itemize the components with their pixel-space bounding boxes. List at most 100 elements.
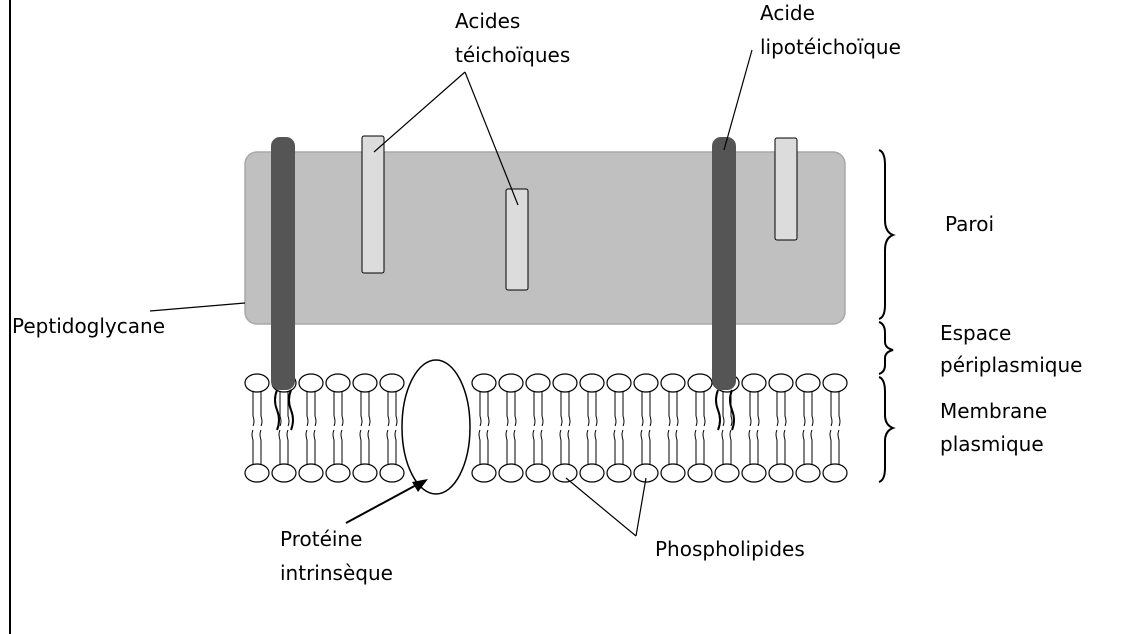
phospholipid-head-outer	[353, 374, 377, 392]
phospholipid-tail	[541, 392, 543, 464]
phospholipid-head-outer	[553, 374, 577, 392]
phospholipid-tail	[568, 392, 570, 464]
phospholipid-tail	[387, 392, 389, 464]
phospholipid-head-inner	[526, 464, 550, 482]
phospholipid-tail	[803, 392, 805, 464]
label-periplasmic-space-1: Espace	[940, 321, 1011, 345]
brace-wall	[879, 150, 893, 319]
phospholipid-tail	[479, 392, 481, 464]
leader-phospholipid-2	[636, 478, 646, 536]
phospholipid-tail	[641, 392, 643, 464]
phospholipid-tail	[506, 392, 508, 464]
phospholipid-head-outer	[499, 374, 523, 392]
label-teichoic-acids-1: Acides	[455, 9, 520, 33]
phospholipid-head-inner	[499, 464, 523, 482]
phospholipid-head-outer	[526, 374, 550, 392]
phospholipid-head-outer	[580, 374, 604, 392]
phospholipid-head-inner	[580, 464, 604, 482]
phospholipid-tail	[368, 392, 370, 464]
phospholipid-tail	[260, 392, 262, 464]
phospholipid-tail	[622, 392, 624, 464]
phospholipid-head-inner	[472, 464, 496, 482]
phospholipid-tail	[811, 392, 813, 464]
phospholipid-tail	[279, 392, 281, 464]
phospholipid-tail	[776, 392, 778, 464]
label-plasma-membrane-1: Membrane	[940, 399, 1047, 423]
leader-protein-arrow	[346, 479, 428, 523]
phospholipid-head-inner	[688, 464, 712, 482]
phospholipid-tail	[533, 392, 535, 464]
phospholipid-tail	[341, 392, 343, 464]
phospholipid-head-outer	[742, 374, 766, 392]
phospholipid-head-outer	[380, 374, 404, 392]
phospholipid-tail	[695, 392, 697, 464]
phospholipid-tail	[668, 392, 670, 464]
phospholipid-tail	[703, 392, 705, 464]
brace-periplasm	[879, 322, 893, 374]
phospholipid-tail	[314, 392, 316, 464]
phospholipid-tail	[514, 392, 516, 464]
phospholipid-tails	[252, 392, 840, 464]
phospholipid-head-inner	[715, 464, 739, 482]
phospholipid-tail	[676, 392, 678, 464]
label-wall: Paroi	[945, 212, 994, 236]
label-intrinsic-protein-2: intrinsèque	[280, 561, 393, 585]
phospholipid-tail	[595, 392, 597, 464]
phospholipid-head-inner	[272, 464, 296, 482]
phospholipid-head-outer	[634, 374, 658, 392]
phospholipid-tail	[614, 392, 616, 464]
phospholipid-tail	[838, 392, 840, 464]
leader-lipoteichoic	[724, 50, 752, 150]
phospholipid-head-outer	[299, 374, 323, 392]
phospholipid-head-inner	[796, 464, 820, 482]
phospholipid-head-inner	[245, 464, 269, 482]
phospholipid-tail	[830, 392, 832, 464]
lipoteichoic-acid-right	[712, 137, 736, 390]
leader-phospholipid-1	[566, 478, 636, 536]
phospholipid-tail	[784, 392, 786, 464]
phospholipid-tail	[487, 392, 489, 464]
phospholipid-tail	[252, 392, 254, 464]
label-plasma-membrane-2: plasmique	[940, 432, 1044, 456]
label-peptidoglycan: Peptidoglycane	[12, 314, 165, 338]
phospholipid-head-inner	[823, 464, 847, 482]
phospholipid-tail	[333, 392, 335, 464]
phospholipid-tail	[587, 392, 589, 464]
phospholipid-head-outer	[661, 374, 685, 392]
teichoic-acid-1	[362, 136, 384, 273]
phospholipid-tail	[306, 392, 308, 464]
phospholipid-head-outer	[769, 374, 793, 392]
phospholipid-tail	[757, 392, 759, 464]
label-lipoteichoic-acid-2: lipotéichoïque	[760, 35, 901, 59]
teichoic-acid-2	[506, 189, 528, 290]
phospholipid-tail	[722, 392, 724, 464]
phospholipid-tail	[649, 392, 651, 464]
lipoteichoic-acid-left	[271, 137, 295, 390]
phospholipid-heads	[245, 374, 847, 482]
leader-teichoic-1	[374, 72, 465, 152]
phospholipid-head-outer	[796, 374, 820, 392]
phospholipid-head-outer	[823, 374, 847, 392]
phospholipid-tail	[749, 392, 751, 464]
phospholipid-head-inner	[380, 464, 404, 482]
phospholipid-head-inner	[326, 464, 350, 482]
phospholipid-head-outer	[326, 374, 350, 392]
phospholipid-tail	[360, 392, 362, 464]
label-periplasmic-space-2: périplasmique	[940, 353, 1082, 377]
leader-peptidoglycan	[150, 303, 245, 311]
phospholipid-head-outer	[472, 374, 496, 392]
label-phospholipids: Phospholipides	[655, 537, 805, 561]
phospholipid-head-inner	[553, 464, 577, 482]
teichoic-acid-3	[775, 138, 797, 240]
phospholipid-head-inner	[661, 464, 685, 482]
label-lipoteichoic-acid-1: Acide	[760, 1, 815, 25]
phospholipid-tail	[395, 392, 397, 464]
phospholipid-tail	[560, 392, 562, 464]
intrinsic-protein	[402, 360, 470, 494]
lipid-anchor-left	[275, 390, 293, 430]
phospholipid-head-inner	[769, 464, 793, 482]
phospholipid-head-outer	[607, 374, 631, 392]
label-intrinsic-protein-1: Protéine	[280, 527, 362, 551]
